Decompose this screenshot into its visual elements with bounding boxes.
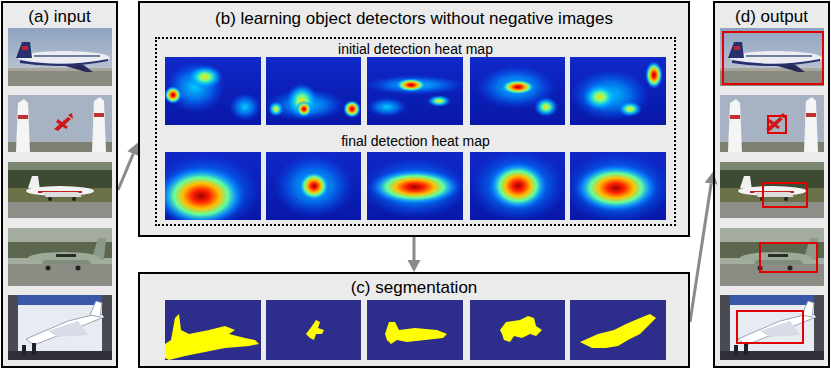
- input-panel: (a) input: [1, 1, 118, 368]
- flow-arrow: [118, 154, 133, 190]
- arrow-head: [705, 172, 718, 185]
- panel-title: (a) input: [28, 7, 90, 27]
- detector-panel: (b) learning object detectors without ne…: [138, 1, 690, 237]
- segmentation-panel: (c) segmentation: [138, 272, 690, 368]
- panel-title: (b) learning object detectors without ne…: [215, 9, 613, 29]
- panel-subtitle: final detection heat map: [341, 133, 490, 149]
- heatmap-group: initial detection heat map final detectio…: [155, 37, 676, 226]
- flow-arrow: [690, 184, 711, 322]
- panel-title: initial detection heat map: [338, 41, 493, 57]
- arrow-head: [408, 260, 421, 272]
- panel-title: (c) segmentation: [351, 278, 478, 298]
- flow-arrow: [413, 237, 416, 260]
- panel-title: (d) output: [735, 7, 808, 27]
- output-panel: (d) output: [713, 1, 830, 368]
